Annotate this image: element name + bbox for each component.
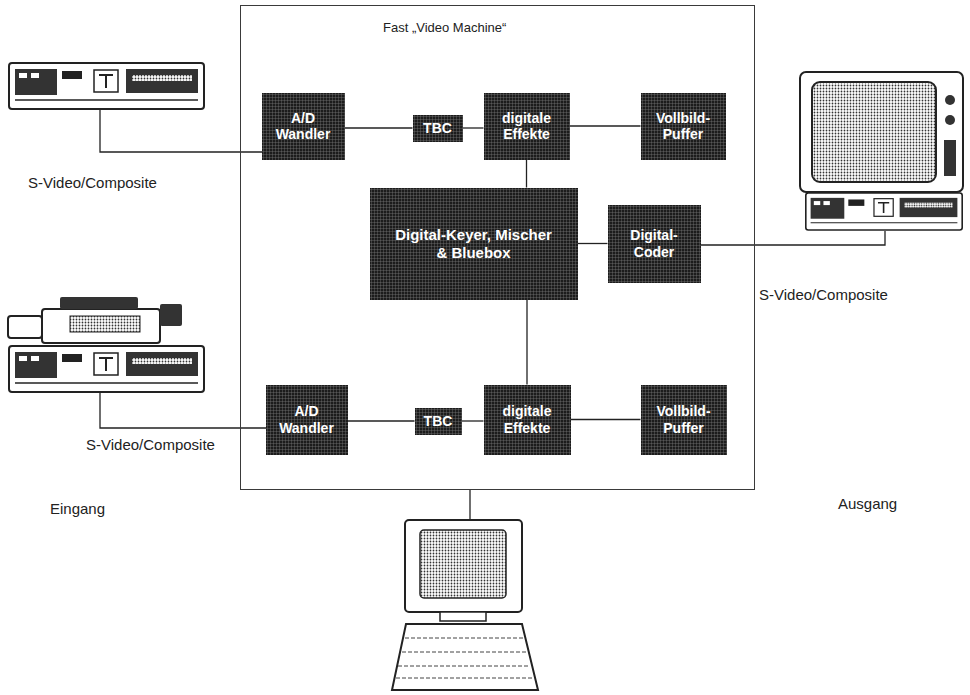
keyer-mixer-box: Digital-Keyer, Mischer & Bluebox (370, 188, 578, 300)
converter-box: A/D Wandler (266, 385, 348, 455)
tbc-box: TBC (413, 115, 463, 142)
signal-wire (100, 110, 262, 152)
machine-frame: Fast „Video Machine“A/D WandlerTBCdigita… (240, 5, 755, 490)
output-label: Ausgang (836, 495, 899, 512)
keyboard (392, 624, 538, 690)
tv-screen (812, 82, 936, 182)
signal-label: S-Video/Composite (84, 436, 217, 453)
keyboard-keys (396, 638, 533, 678)
camera-body (42, 309, 160, 343)
buffer-box: Vollbild- Puffer (641, 385, 727, 455)
tv-housing (800, 72, 963, 192)
box-text: A/D Wandler (268, 110, 338, 142)
effects-box: digitale Effekte (484, 385, 571, 455)
camera-panel (70, 316, 140, 332)
camera-handle (60, 297, 138, 309)
tv-panel (944, 140, 956, 176)
connector-line (345, 127, 413, 128)
tv-illustration (800, 72, 963, 192)
tv-knob (945, 95, 955, 105)
control-wire (469, 490, 470, 520)
signal-wire (100, 393, 266, 428)
signal-wire (701, 231, 885, 245)
connector-line (348, 420, 415, 421)
monitor-housing (405, 520, 522, 612)
computer-illustration (392, 520, 538, 690)
effects-box: digitale Effekte (484, 93, 570, 160)
connector-line (571, 419, 641, 420)
signal-label: S-Video/Composite (757, 286, 890, 303)
camera-lens (8, 316, 42, 338)
vcr-illustration (9, 63, 204, 109)
unit-title: Fast „Video Machine“ (381, 20, 508, 35)
signal-label: S-Video/Composite (26, 174, 159, 191)
connector-line (578, 243, 608, 244)
box-text: Digital-Keyer, Mischer & Bluebox (394, 226, 554, 261)
coder-box: Digital- Coder (608, 205, 701, 283)
label-holder: Ausgang (836, 495, 899, 512)
vcr-illustration (806, 193, 962, 230)
input-label: Eingang (48, 500, 107, 517)
camera-eyepiece (160, 304, 182, 326)
box-text: TBC (424, 413, 453, 429)
connector-line (570, 125, 641, 126)
label-holder: S-Video/Composite (757, 286, 890, 303)
connector-line (462, 420, 484, 421)
box-text: digitale Effekte (490, 110, 564, 142)
connector-line (526, 160, 527, 188)
label-holder: S-Video/Composite (26, 174, 159, 191)
box-text: Digital- Coder (619, 227, 689, 259)
box-text: TBC (423, 120, 452, 136)
connector-line (526, 300, 527, 385)
camera-illustration (8, 297, 182, 343)
box-text: Vollbild- Puffer (648, 403, 720, 435)
monitor-stand (440, 612, 486, 621)
box-text: digitale Effekte (490, 403, 564, 435)
label-holder: Eingang (48, 500, 107, 517)
tv-knob (945, 115, 955, 125)
box-text: Vollbild- Puffer (647, 110, 719, 142)
buffer-box: Vollbild- Puffer (641, 93, 726, 160)
monitor-screen (420, 530, 506, 598)
converter-box: A/D Wandler (262, 93, 345, 160)
vcr-illustration (9, 346, 204, 392)
tbc-box: TBC (415, 408, 462, 435)
connector-line (463, 127, 484, 128)
box-text: A/D Wandler (272, 403, 342, 435)
label-holder: S-Video/Composite (84, 436, 217, 453)
